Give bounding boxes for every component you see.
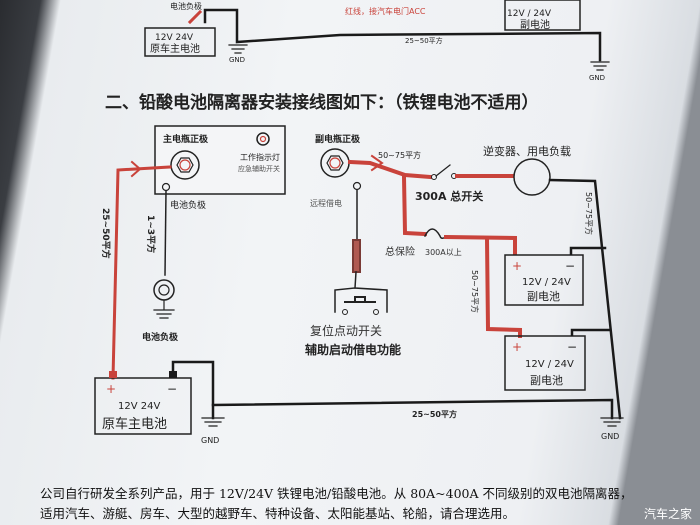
footer-line-2: 适用汽车、游艇、房车、大型的越野车、特种设备、太阳能基站、轮船，请合理选用。	[40, 506, 516, 521]
label-fuse-rating: 300A以上	[425, 248, 462, 257]
main-positive-wire	[111, 165, 172, 380]
label-battery-negative-ground: 电池负极	[142, 331, 179, 343]
output-wire	[347, 159, 433, 180]
aux1-label: 副电池	[527, 290, 560, 303]
top-gnd: GND	[229, 56, 245, 64]
top-red-wire	[187, 9, 203, 25]
label-cable-load: 50~75平方	[584, 192, 594, 235]
label-gnd-left: GND	[201, 436, 219, 445]
main-voltage: 12V 24V	[118, 401, 160, 412]
top-battery-negative: 电池负极	[170, 1, 202, 11]
aux-battery-2	[504, 335, 586, 391]
label-battery-negative-terminal: 电池负极	[170, 199, 206, 211]
label-jump-function: 辅助启动借电功能	[305, 342, 401, 357]
load-ground-wire	[548, 178, 622, 420]
aux2-minus: −	[567, 340, 577, 354]
label-cable-aux: 50~75平方	[470, 270, 480, 313]
aux2-voltage: 12V / 24V	[525, 359, 574, 370]
label-main-positive: 主电瓶正极	[163, 133, 209, 145]
label-main-switch: 300A 总开关	[415, 189, 483, 203]
label-fuse: 总保险	[385, 245, 415, 258]
main-minus: −	[167, 382, 177, 396]
main-positive-terminal	[170, 150, 200, 180]
top-aux-label: 副电池	[520, 18, 550, 31]
main-plus: +	[106, 382, 116, 396]
top-aux-battery	[504, 0, 581, 31]
label-cable-out: 50~75平方	[378, 150, 421, 160]
load-symbol	[513, 158, 551, 196]
ground-wire	[211, 398, 614, 420]
aux2-label: 副电池	[530, 374, 563, 387]
label-cable-ground: 25~50平方	[412, 409, 457, 419]
main-fuse	[423, 228, 448, 240]
indicator-light	[256, 132, 270, 146]
main-label: 原车主电池	[102, 416, 167, 432]
main-negative-wire	[171, 360, 215, 420]
watermark: 汽车之家	[643, 507, 692, 521]
ground-lug	[153, 279, 175, 301]
label-indicator-light: 工作指示灯	[240, 152, 280, 162]
label-aux-positive: 副电瓶正极	[315, 133, 361, 145]
top-main-voltage: 12V 24V	[155, 33, 194, 43]
inline-fuse	[352, 239, 361, 273]
negative-sense-wire	[164, 190, 167, 276]
isolator-body	[154, 125, 286, 195]
reset-button	[344, 296, 376, 303]
footer-line-1: 公司自行研发全系列产品，用于 12V/24V 铁锂电池/铅酸电池。从 80A~4…	[40, 486, 633, 501]
top-aux-voltage: 12V / 24V	[507, 9, 552, 19]
aux1-plus: +	[512, 259, 522, 273]
top-gnd-right: GND	[589, 74, 605, 82]
gnd-right-symbol	[600, 417, 624, 427]
top-cable-spec: 25~50平方	[405, 36, 443, 45]
top-main-battery	[144, 27, 216, 57]
top-main-label: 原车主电池	[150, 42, 200, 55]
label-remote-jump: 远程借电	[310, 198, 342, 208]
aux-positive-terminal	[320, 148, 350, 178]
aux-battery-1	[504, 254, 584, 306]
top-ground-wire	[203, 8, 602, 62]
main-battery	[94, 377, 192, 435]
label-reset-switch: 复位点动开关	[310, 323, 382, 338]
main-switch	[435, 164, 451, 177]
label-load: 逆变器、用电负载	[483, 144, 571, 158]
label-gnd-right: GND	[601, 432, 619, 441]
label-cable-main: 25~50平方	[100, 208, 112, 259]
gnd-left-symbol	[201, 417, 225, 427]
aux1-voltage: 12V / 24V	[522, 277, 571, 288]
aux1-minus: −	[565, 259, 575, 273]
aux2-plus: +	[512, 340, 522, 354]
label-cable-neg: 1~3平方	[145, 215, 157, 253]
acc-note: 红线，接汽车电门ACC	[345, 6, 426, 16]
section-title: 二、铅酸电池隔离器安装接线图如下：（铁锂电池不适用）	[105, 93, 539, 113]
label-emergency-switch: 应急辅助开关	[238, 164, 280, 173]
